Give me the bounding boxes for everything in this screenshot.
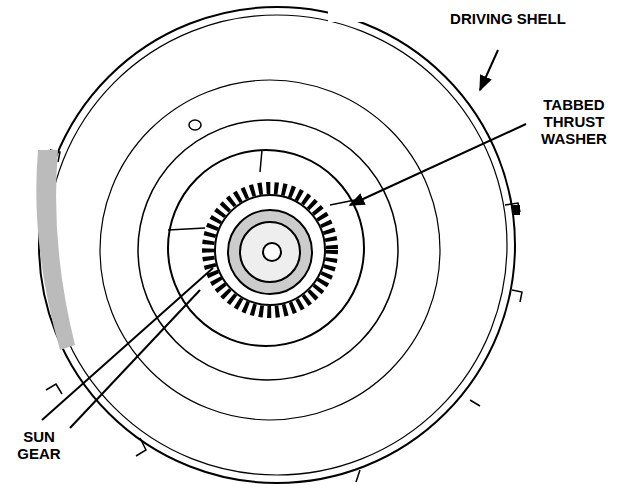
leader-lines: [42, 50, 526, 428]
part-label: DRIVING SHELL: [448, 10, 568, 27]
sun-gear-drawing: [208, 188, 332, 312]
part-label: SUN GEAR: [6, 428, 72, 462]
driving-shell-drawing: [39, 2, 522, 483]
thrust-washer-drawing: [100, 80, 440, 420]
shading: [36, 150, 75, 350]
part-label: TABBED THRUST WASHER: [528, 96, 620, 147]
